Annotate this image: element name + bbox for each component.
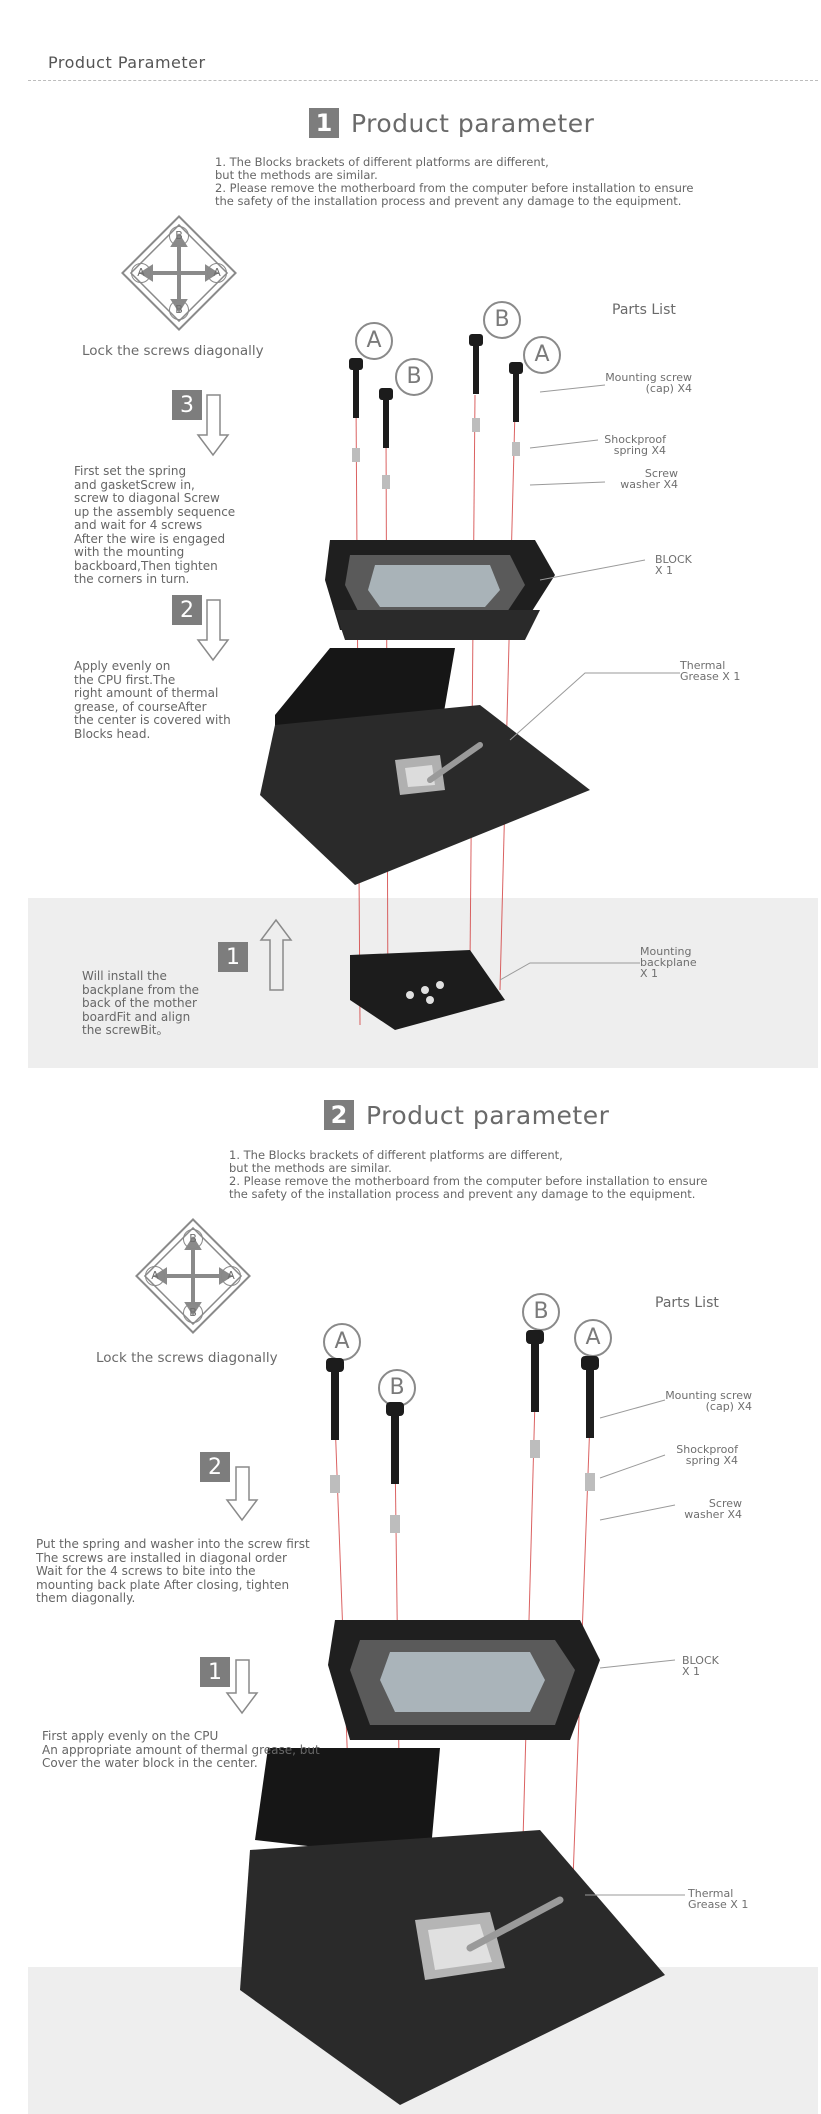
s1-callout-spring: Shockproof spring X4 <box>604 433 666 457</box>
diagram1-letter-bottom: B <box>169 300 189 320</box>
s2-screw-label-b-right: B <box>522 1293 560 1331</box>
s1-step3-text: First set the spring and gasketScrew in,… <box>74 464 236 586</box>
s1-step1-number: 1 <box>218 942 248 972</box>
s1-callout-backplane: Mounting backplane X 1 <box>640 945 697 980</box>
section1-title: Product parameter <box>351 108 595 138</box>
s2-callout-spring: Shockproof spring X4 <box>676 1443 738 1467</box>
section2-parts-list-title: Parts List <box>655 1295 719 1311</box>
section2-title: Product parameter <box>366 1100 610 1130</box>
section1-parts-list-title: Parts List <box>612 302 676 318</box>
s1-screw-label-a-right: A <box>523 336 561 374</box>
s1-callout-washer: Screw washer X4 <box>620 467 678 491</box>
s1-step2-text: Apply evenly on the CPU first.The right … <box>74 659 231 741</box>
section1-number: 1 <box>309 108 339 138</box>
section2-lock-label: Lock the screws diagonally <box>96 1350 278 1366</box>
s1-step3-number: 3 <box>172 390 202 420</box>
s2-step2-text: Put the spring and washer into the screw… <box>36 1537 310 1605</box>
section1-lock-label: Lock the screws diagonally <box>82 343 264 359</box>
s1-screw-label-b-left: B <box>395 358 433 396</box>
s2-screw-label-a-left: A <box>323 1323 361 1361</box>
header-divider <box>28 80 818 81</box>
diagram2-letter-bottom: B <box>183 1303 203 1323</box>
diagram1-letter-right: A <box>207 263 227 283</box>
s2-callout-mounting-screw: Mounting screw (cap) X4 <box>665 1389 752 1413</box>
diagram2-letter-right: A <box>221 1266 241 1286</box>
s1-step2-number: 2 <box>172 595 202 625</box>
s1-callout-mounting-screw: Mounting screw (cap) X4 <box>605 371 692 395</box>
s1-screw-label-a-left: A <box>355 322 393 360</box>
diagram1-letter-top: B <box>169 226 189 246</box>
s1-callout-grease: Thermal Grease X 1 <box>680 659 741 683</box>
s1-screw-label-b-right: B <box>483 301 521 339</box>
section2-number: 2 <box>324 1100 354 1130</box>
diagram1-letter-left: A <box>131 263 151 283</box>
backplane-band-2 <box>28 1967 818 2114</box>
section1-heading: 1 Product parameter <box>309 108 594 138</box>
s2-screw-label-b-left: B <box>378 1369 416 1407</box>
s2-step1-text: First apply evenly on the CPU An appropr… <box>42 1729 320 1770</box>
s1-step1-text: Will install the backplane from the back… <box>82 969 200 1037</box>
diagram2-letter-left: A <box>145 1266 165 1286</box>
page-header-title: Product Parameter <box>48 53 206 72</box>
diagram2-letter-top: B <box>183 1229 203 1249</box>
s2-step1-number: 1 <box>200 1657 230 1687</box>
s2-callout-grease: Thermal Grease X 1 <box>688 1887 749 1911</box>
s2-step2-number: 2 <box>200 1452 230 1482</box>
section2-heading: 2 Product parameter <box>324 1100 609 1130</box>
section2-notes: 1. The Blocks brackets of different plat… <box>229 1148 708 1201</box>
s2-callout-block: BLOCK X 1 <box>682 1654 719 1678</box>
s2-callout-washer: Screw washer X4 <box>684 1497 742 1521</box>
s2-screw-label-a-right: A <box>574 1319 612 1357</box>
s1-callout-block: BLOCK X 1 <box>655 553 692 577</box>
section1-notes: 1. The Blocks brackets of different plat… <box>215 155 694 208</box>
